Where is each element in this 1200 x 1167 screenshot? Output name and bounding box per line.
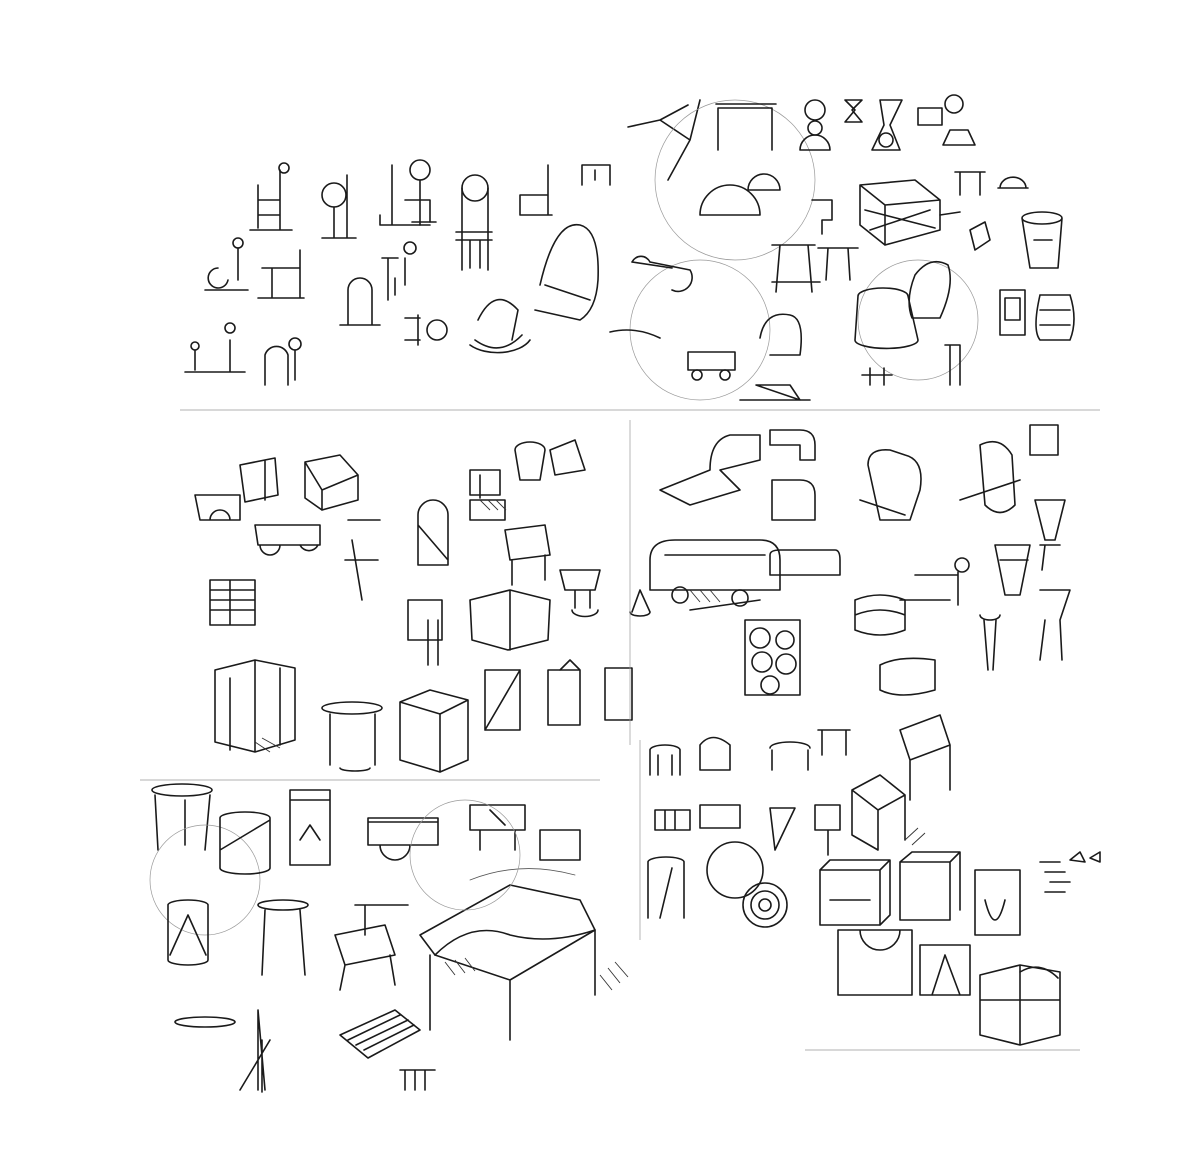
geometric-shape-studies [609,94,1075,401]
chair-elevation-studies [184,159,611,386]
shadow-hatching [254,499,926,991]
stool-perspective-studies [194,439,651,773]
side-table-studies [149,783,596,1093]
cube-seat-studies [647,714,1101,1046]
lounge-seat-studies [649,424,1071,696]
panel-outlines [140,409,1100,1051]
